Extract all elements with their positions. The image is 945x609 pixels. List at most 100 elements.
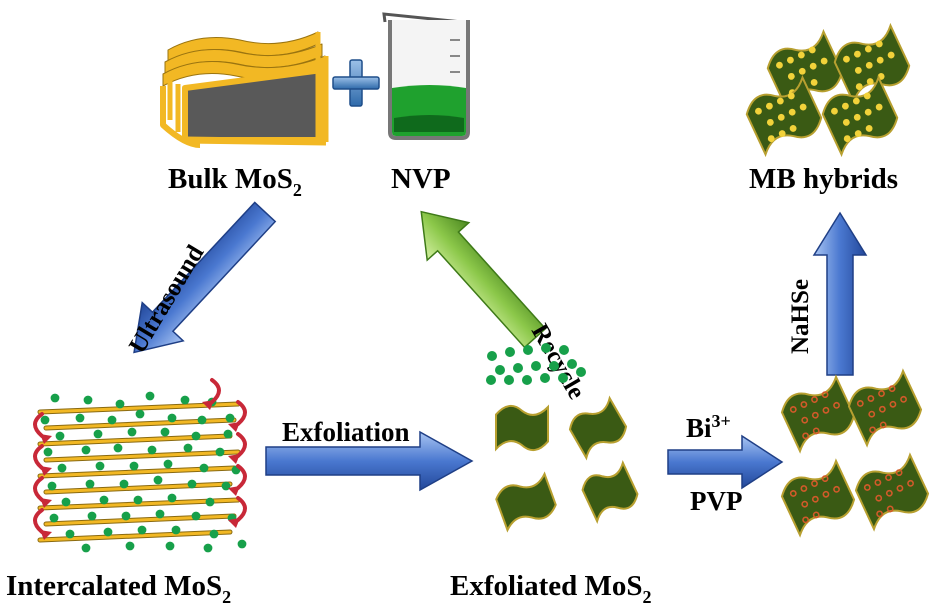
exfoliated-mos2-sheets <box>495 395 639 533</box>
nvp-label: NVP <box>391 163 451 195</box>
intercalant-dot <box>153 475 163 485</box>
selenide-dot <box>808 46 816 54</box>
intercalant-dot <box>203 543 213 553</box>
bi-ion-dot <box>802 516 809 524</box>
selenide-dot <box>777 113 785 121</box>
bi-ion-dot <box>801 416 809 424</box>
nvp-molecule-dot <box>495 365 505 375</box>
intercalant-dot <box>55 431 65 441</box>
selenide-dot <box>820 57 828 65</box>
selenide-dot <box>842 118 850 126</box>
selenide-dot <box>855 83 863 91</box>
nvp-molecule-dot <box>487 351 497 361</box>
intercalation-arrowhead <box>40 530 52 540</box>
bi-ion-dot <box>811 411 819 419</box>
selenide-dot <box>863 92 871 100</box>
intercalant-dot <box>57 463 67 473</box>
selenide-dot <box>787 92 795 100</box>
intercalant-dot <box>49 513 59 523</box>
mos2-layer-highlight <box>44 482 232 494</box>
intercalant-dot <box>99 495 109 505</box>
selenide-dot <box>887 51 895 59</box>
intercalant-dot <box>113 443 123 453</box>
bi-ion-dot <box>789 490 797 497</box>
intercalant-dot <box>183 443 193 453</box>
selenide-dot <box>810 79 818 86</box>
pvp-label: PVP <box>690 486 742 516</box>
bi-ion-dot <box>885 474 892 481</box>
intercalation-curve-arrow <box>33 412 44 438</box>
bi-ion-dot <box>900 395 907 403</box>
intercalant-dot <box>225 413 235 423</box>
intercalation-curve-arrow <box>236 464 247 490</box>
bi-ion-dot <box>885 489 893 497</box>
nvp-molecule-dot <box>513 363 523 373</box>
bi-ion-dot <box>811 480 818 487</box>
selenide-dot <box>766 102 773 110</box>
bi-ion-dot <box>867 395 875 402</box>
bulk-layer-stack <box>160 31 329 148</box>
intercalated-mos2-illustration <box>33 378 247 553</box>
bulk-mos2-illustration <box>160 31 329 148</box>
intercalant-dot <box>145 391 155 401</box>
intercalation-arrowhead <box>228 454 240 464</box>
intercalation-arrowhead <box>40 434 52 444</box>
selenide-dot <box>809 62 817 70</box>
intercalant-dot <box>40 415 50 425</box>
bi-ion-dot <box>874 479 882 486</box>
exfoliated-mos2-label: Exfoliated MoS2 <box>450 570 652 607</box>
intercalant-dot <box>119 479 129 489</box>
bi-label: Bi3+ <box>686 411 731 443</box>
intercalant-dot <box>103 527 113 537</box>
intercalant-dot <box>43 447 53 457</box>
intercalant-dot <box>137 525 147 535</box>
bi-ion-dot <box>878 390 885 397</box>
selenide-dot <box>799 103 807 111</box>
bi-ion-dot <box>886 505 894 513</box>
intercalant-dot <box>135 409 145 419</box>
mos2-layer-highlight <box>44 514 236 526</box>
bi-ion-dot <box>800 485 808 492</box>
mos2-layer-highlight <box>44 450 240 462</box>
nvp-dot-cluster <box>486 343 586 385</box>
nahse-label: NaHSe <box>787 279 814 354</box>
intercalation-arrowhead <box>202 400 214 410</box>
selenide-dot <box>854 50 861 58</box>
bi-ion-dot <box>821 391 829 399</box>
bi-sheet <box>854 452 930 532</box>
bi-ion-dot <box>789 406 797 413</box>
intercalant-dot <box>107 415 117 425</box>
nvp-molecule-dot <box>504 375 514 385</box>
selenide-dot <box>767 135 775 143</box>
nvp-molecule-dot <box>576 367 586 377</box>
bi-ion-dot <box>802 432 809 440</box>
exfoliation-label: Exfoliation <box>282 417 410 447</box>
intercalant-dot <box>95 461 105 471</box>
bi-ion-dot <box>811 396 818 403</box>
recycle-arrow <box>420 210 547 349</box>
selenide-dot <box>787 56 794 64</box>
nahse-arrow <box>812 211 868 376</box>
plus-icon <box>332 59 380 107</box>
intercalant-dot <box>167 413 177 423</box>
bi-ion-dot <box>811 495 819 503</box>
exfoliated-sheet <box>581 460 639 524</box>
intercalant-dot <box>147 445 157 455</box>
mb-sheet <box>821 74 899 158</box>
bi-ion-dot <box>896 484 904 492</box>
intercalant-dot <box>180 395 190 405</box>
intercalation-curve-arrow <box>236 432 247 458</box>
intercalant-dot <box>83 395 93 405</box>
intercalation-curve-arrow <box>33 444 44 470</box>
intercalant-dot <box>121 511 131 521</box>
mb-sheet <box>833 22 911 106</box>
mb-hybrids-label: MB hybrids <box>749 163 898 195</box>
nvp-molecule-dot <box>559 345 569 355</box>
beaker-icon <box>382 12 470 140</box>
bi-sheet <box>780 374 856 454</box>
intercalation-curve-arrow <box>33 476 44 502</box>
intercalant-dot <box>191 511 201 521</box>
bi-ion-dot <box>863 484 871 491</box>
nvp-molecule-dot <box>505 347 515 357</box>
intercalant-dot <box>171 525 181 535</box>
